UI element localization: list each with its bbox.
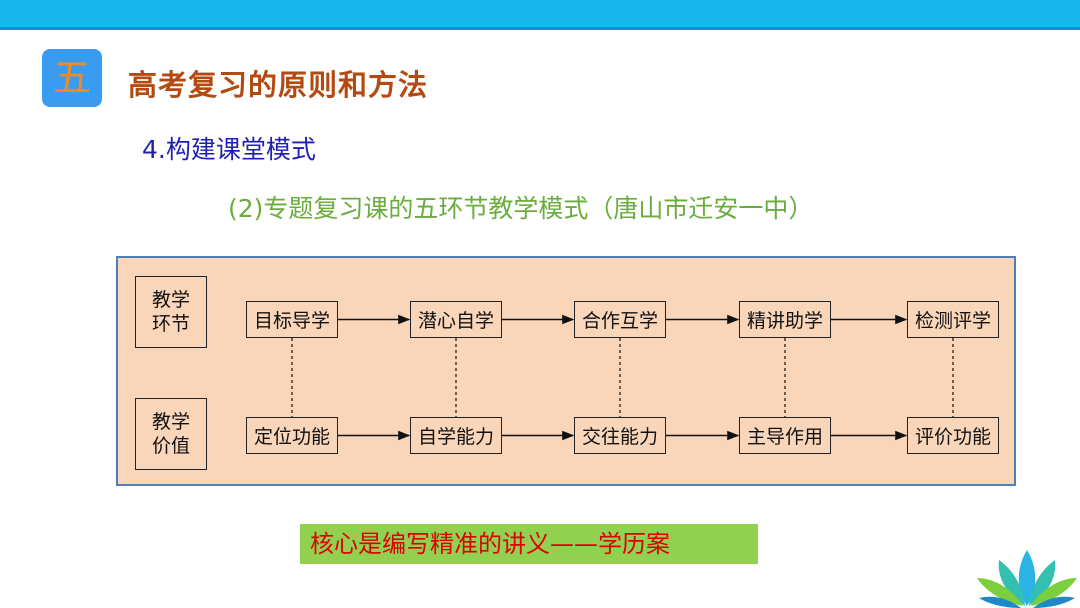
step-box-1: 目标导学 [246, 301, 338, 338]
step-box-5: 检测评学 [907, 301, 999, 338]
value-box-4: 主导作用 [739, 417, 831, 454]
sub-title: 4.构建课堂模式 [142, 135, 316, 164]
value-box-5: 评价功能 [907, 417, 999, 454]
diagram-panel: 教学 环节 教学 价值 目标导学 潜心自学 合作互学 精讲助学 检测评学定位功能 自学能力… [116, 256, 1016, 486]
section-number-badge: 五 [42, 49, 102, 107]
page-title: 高考复习的原则和方法 [128, 68, 429, 102]
step-box-2: 潜心自学 [410, 301, 502, 338]
step-box-4: 精讲助学 [739, 301, 831, 338]
row-label-steps-line1: 教学 [151, 289, 190, 311]
row-label-values-line1: 教学 [151, 411, 190, 433]
value-box-3: 交往能力 [574, 417, 666, 454]
row-label-values: 教学 价值 [135, 398, 207, 470]
key-point-banner: 核心是编写精准的讲义——学历案 [300, 524, 758, 564]
row-label-steps: 教学 环节 [135, 276, 207, 348]
flow-connectors [291, 314, 954, 441]
diagram-caption: (2)专题复习课的五环节教学模式（唐山市迁安一中） [228, 194, 814, 223]
value-box-1: 定位功能 [246, 417, 338, 454]
lotus-logo-icon [977, 550, 1077, 608]
step-box-3: 合作互学 [574, 301, 666, 338]
top-bar [0, 0, 1080, 30]
row-label-steps-line2: 环节 [151, 313, 190, 335]
row-label-values-line2: 价值 [151, 435, 190, 457]
value-box-2: 自学能力 [410, 417, 502, 454]
